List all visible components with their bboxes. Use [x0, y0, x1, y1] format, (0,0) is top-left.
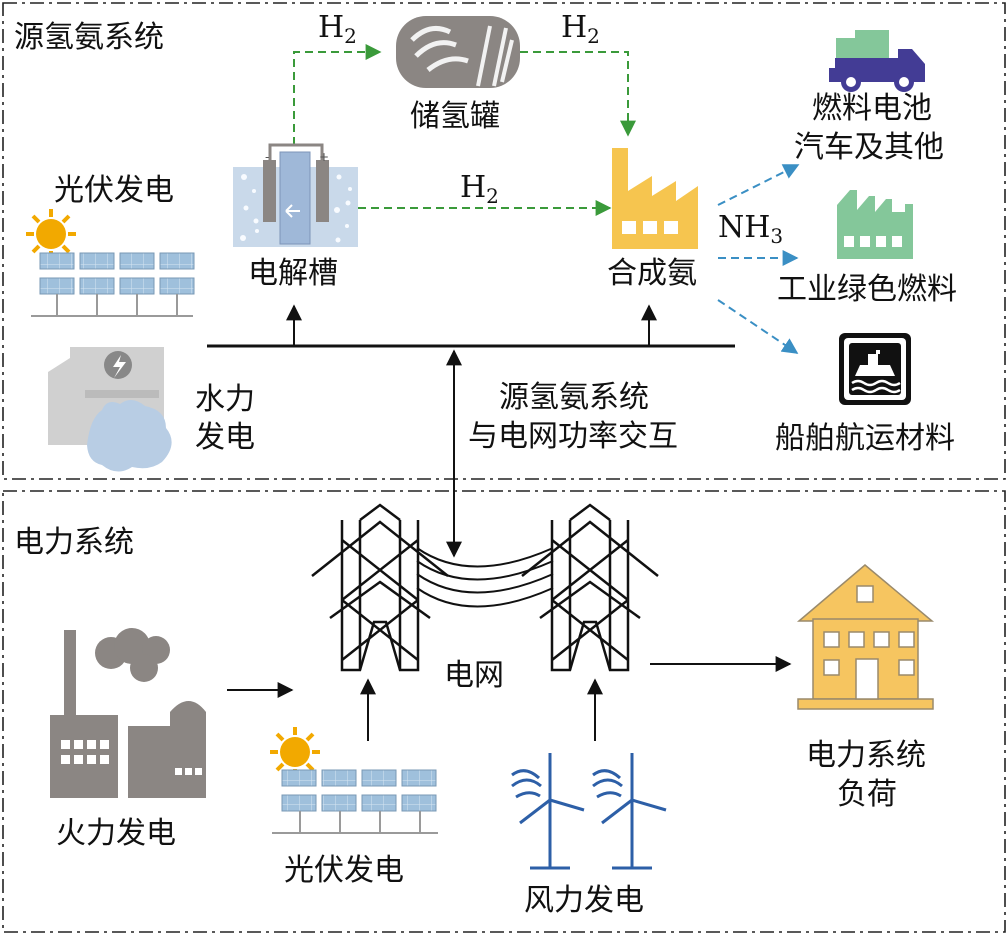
- fuel-cell-vehicle-icon: [829, 30, 925, 92]
- solar-panel-top-icon: [26, 209, 195, 317]
- ship-icon: [839, 333, 911, 405]
- pv-top-label: 光伏发电: [54, 173, 174, 208]
- industrial-factory-icon: [837, 190, 913, 259]
- hydro-label-line1: 水力: [195, 382, 255, 417]
- h2-label-top-left: H2: [318, 10, 357, 49]
- svg-text:-: -: [265, 150, 269, 164]
- storage-tank-icon: [396, 16, 520, 88]
- nh3-label: NH3: [718, 210, 784, 249]
- pv-bottom-label: 光伏发电: [284, 853, 404, 888]
- load-label-line2: 负荷: [837, 777, 897, 812]
- hydro-station-icon: [48, 347, 172, 472]
- ship-material-label: 船舶航运材料: [775, 421, 955, 456]
- grid-tower-right-icon: [521, 503, 659, 672]
- hydro-label-line2: 发电: [195, 420, 255, 455]
- grid-tower-left-icon: [311, 503, 449, 672]
- thermal-label: 火力发电: [56, 816, 176, 851]
- grid-label: 电网: [444, 658, 504, 693]
- tank-to-ammonia-arrow: [520, 51, 636, 137]
- load-label-line1: 电力系统: [806, 738, 926, 773]
- wind-label: 风力发电: [524, 883, 644, 918]
- solar-panel-bottom-icon: [270, 727, 438, 834]
- electrolyzer-icon: - +: [233, 143, 358, 247]
- hydrogen-system-frame: [2, 2, 1006, 480]
- h2-label-middle: H2: [460, 170, 499, 209]
- h2-label-top-right: H2: [561, 10, 600, 49]
- wind-turbine-icon: [511, 753, 667, 870]
- electrolyzer-label: 电解槽: [248, 256, 338, 291]
- ammonia-plant-icon: [612, 148, 698, 249]
- storage-tank-label: 储氢罐: [410, 99, 500, 134]
- fuel-cell-label-line1: 燃料电池: [812, 91, 932, 126]
- power-load-house-icon: [796, 564, 935, 710]
- nh3-to-ship-arrow: [717, 299, 799, 354]
- thermal-power-plant-icon: [50, 628, 206, 798]
- interaction-label-line1: 源氢氨系统: [499, 380, 649, 415]
- nh3-to-fuel-cell-arrow: [717, 164, 800, 206]
- fuel-cell-label-line2: 汽车及其他: [794, 130, 944, 165]
- h2-to-tank-arrow: [293, 44, 382, 145]
- industrial-fuel-label: 工业绿色燃料: [777, 272, 957, 307]
- hydrogen-system-title: 源氢氨系统: [14, 20, 164, 55]
- interaction-label-line2: 与电网功率交互: [468, 419, 678, 454]
- power-system-frame: [2, 490, 1006, 933]
- power-system-title: 电力系统: [14, 525, 134, 560]
- transmission-cables: [416, 547, 554, 608]
- ammonia-plant-label: 合成氨: [607, 256, 697, 291]
- svg-text:+: +: [319, 150, 329, 164]
